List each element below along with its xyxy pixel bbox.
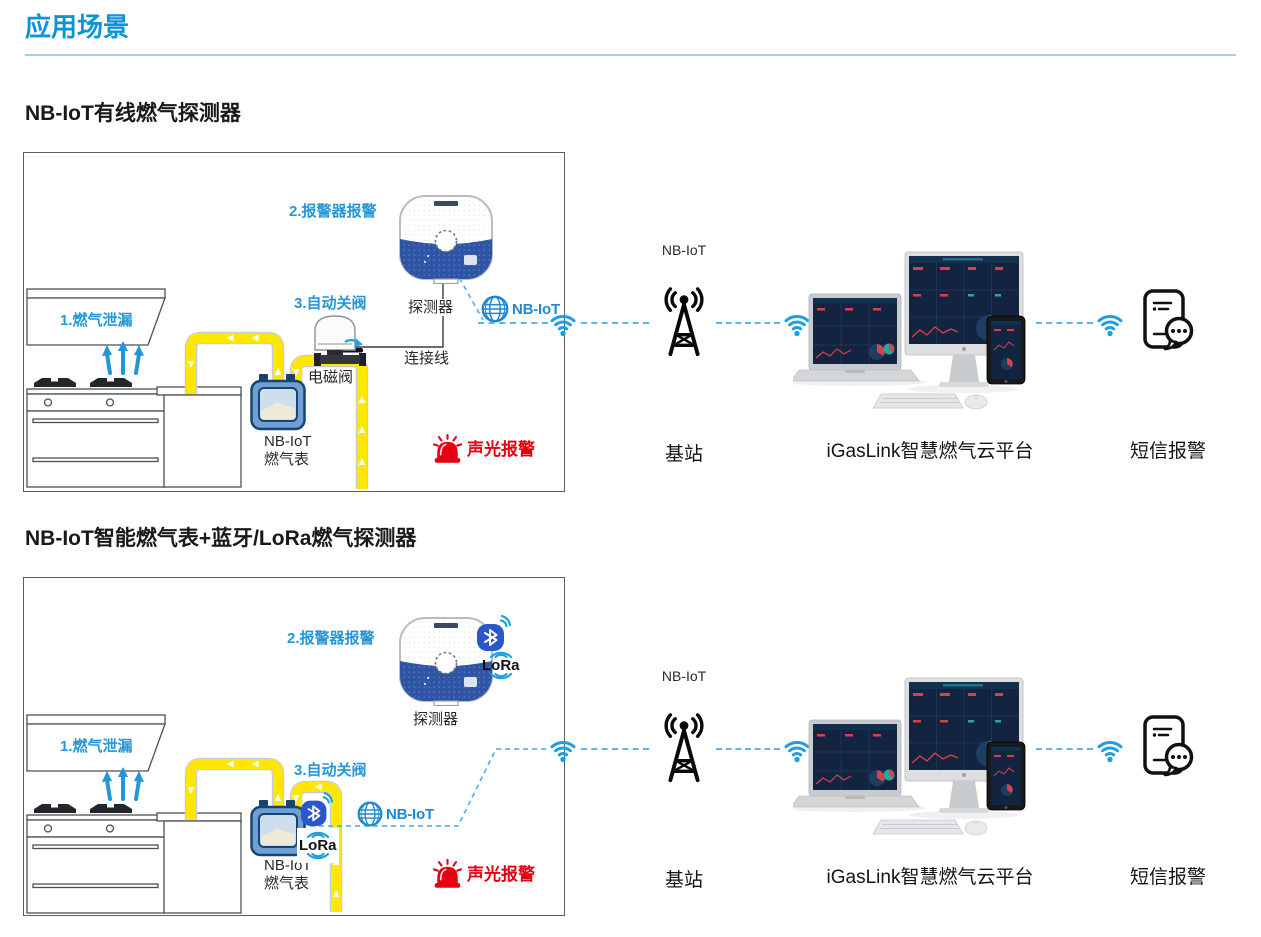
base-station-label: 基站 [664,870,703,891]
meter-label: NB-IoT 燃气表 [264,857,312,892]
step-alarm: 2.报警器报警 [287,630,375,647]
lora-waves-icon [305,853,331,863]
solenoid-valve [314,315,366,366]
sound-light-alarm-label: 声光报警 [467,865,535,884]
platform-label: iGasLink智慧燃气云平台 [826,441,1034,462]
phone-message-icon [1140,715,1196,779]
sms-alarm-label: 短信报警 [1129,441,1206,462]
dashed-link [581,322,649,324]
sms-alarm-label: 短信报警 [1129,867,1206,888]
step-gas-leak: 1.燃气泄漏 [60,738,133,755]
meter-label: NB-IoT 燃气表 [264,433,312,468]
wire-label: 连接线 [404,350,450,367]
sound-light-alarm-label: 声光报警 [467,440,535,459]
dashed-link [1036,322,1093,324]
dashed-link [716,322,780,324]
antenna-tower-icon [645,712,723,784]
wireless-link-line [310,748,549,827]
nbiot-logo: NB-IoT [481,295,560,323]
wifi-signal-icon [1092,735,1128,763]
nbiot-logo: NB-IoT [357,801,434,827]
scenario1-heading: NB-IoT有线燃气探测器 [25,102,241,125]
wifi-signal-icon [545,309,581,337]
dashed-link [1036,748,1093,750]
title-divider [25,54,1236,56]
lora-logo: LoRa [297,828,339,863]
scenario2-heading: NB-IoT智能燃气表+蓝牙/LoRa燃气探测器 [25,527,417,550]
platform-label: iGasLink智慧燃气云平台 [826,867,1034,888]
computers-illustration [793,241,1065,443]
step-auto-valve: 3.自动关阀 [294,295,367,312]
dashed-link [478,322,548,324]
nbiot-network-label: NB-IoT [661,668,707,684]
step-auto-valve: 3.自动关阀 [294,762,367,779]
lora-logo: LoRa [482,648,520,683]
alarm-siren-icon [433,859,462,890]
dashed-link [716,748,780,750]
base-station-label: 基站 [664,444,703,465]
solenoid-valve-label: 电磁阀 [308,369,354,386]
lora-waves-icon [488,673,514,683]
bluetooth-badge-icon [301,791,333,829]
alarm-siren-icon [433,434,462,465]
detector-label: 探测器 [405,299,457,317]
detector-label: 探测器 [413,711,459,728]
nbiot-globe-icon [481,295,509,323]
phone-message-icon [1140,289,1196,353]
nbiot-globe-icon [357,801,383,827]
antenna-tower-icon [645,286,723,358]
wifi-signal-icon [545,735,581,763]
step-alarm: 2.报警器报警 [289,203,377,220]
nbiot-network-label: NB-IoT [661,242,707,258]
gas-pipe [184,757,343,912]
gas-detector-device [398,194,494,284]
dashed-link [581,748,649,750]
step-gas-leak: 1.燃气泄漏 [60,312,133,329]
page-title: 应用场景 [25,12,130,42]
piping-overlay-2 [184,748,549,912]
wifi-signal-icon [1092,309,1128,337]
computers-illustration [793,667,1065,869]
gas-meter [250,374,312,431]
